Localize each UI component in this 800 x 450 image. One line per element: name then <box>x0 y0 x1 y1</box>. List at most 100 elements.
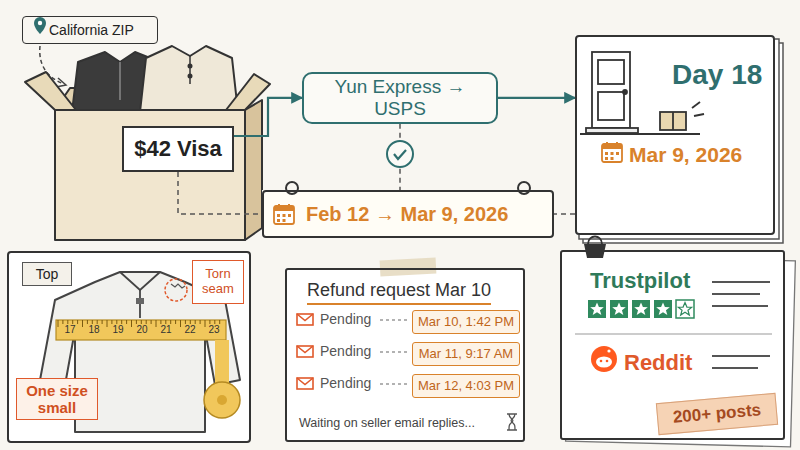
review-cards <box>712 281 770 283</box>
door-illustration <box>592 52 630 128</box>
measuring-tape <box>200 320 201 324</box>
review-cards <box>588 300 672 318</box>
measuring-tape <box>151 320 152 324</box>
measuring-tape <box>62 320 63 324</box>
measuring-tape <box>58 320 59 327</box>
node-heading: Trustpilot <box>590 268 690 293</box>
zip-pin-icon <box>38 21 42 25</box>
review-cards <box>590 303 670 315</box>
shipping-box <box>25 72 76 110</box>
node-heading: Top <box>29 266 65 282</box>
refund-panel <box>380 383 407 384</box>
shipping-box <box>189 65 192 68</box>
tape-number: 17 <box>61 324 79 336</box>
delivery-card <box>575 35 783 243</box>
measuring-tape <box>131 320 132 327</box>
shirt-panel <box>8 252 250 442</box>
refund-panel <box>380 320 407 384</box>
measuring-tape <box>156 320 157 327</box>
count-tag: 200+ posts <box>656 393 778 435</box>
shipping-box <box>119 62 121 100</box>
shipping-box <box>245 100 262 240</box>
measuring-tape <box>215 340 229 386</box>
tape-number: 22 <box>181 324 199 336</box>
review-cards <box>596 357 612 368</box>
tape-number: 21 <box>157 324 175 336</box>
date-banner <box>262 182 554 238</box>
refund-panel <box>285 268 525 442</box>
dashed-connector <box>178 172 262 214</box>
payment-label: $42 Visa <box>122 126 234 172</box>
binder-clip <box>588 237 602 245</box>
carrier-box: Yun Express → USPS <box>302 72 498 124</box>
delivery-card <box>575 35 775 235</box>
node-heading: 200+ posts <box>663 400 770 429</box>
measuring-tape <box>185 320 186 324</box>
zip-pin-icon <box>34 17 46 34</box>
date-banner <box>286 182 298 194</box>
review-cards <box>606 360 609 363</box>
check-mark <box>387 141 413 167</box>
review-cards <box>712 293 760 295</box>
node-heading: Yun Express → USPS <box>310 76 490 120</box>
measuring-tape <box>217 395 227 405</box>
shirt-panel <box>120 272 160 290</box>
node-text: Waiting on seller email replies... <box>299 416 475 430</box>
review-cards <box>676 300 694 318</box>
timestamp-box: Mar 10, 1:42 PM <box>412 310 520 334</box>
date-banner <box>518 182 530 194</box>
node-heading: One size small <box>21 382 93 417</box>
node-heading: Feb 12 → Mar 9, 2026 <box>306 203 542 226</box>
measuring-tape <box>204 382 240 418</box>
measuring-tape <box>180 320 181 327</box>
timestamp-box: Mar 11, 9:17 AM <box>412 342 520 366</box>
node-heading: Mar 11, 9:17 AM <box>417 347 515 362</box>
review-cards <box>575 334 772 335</box>
measuring-tape <box>160 320 161 324</box>
review-cards <box>612 303 626 315</box>
measuring-tape <box>195 320 196 324</box>
status-text: Pending <box>320 343 371 359</box>
review-cards <box>607 349 610 352</box>
measuring-tape <box>146 320 147 324</box>
review-cards <box>591 346 617 372</box>
measuring-tape <box>190 320 191 324</box>
location-tag: California ZIP <box>22 16 158 44</box>
door-illustration <box>672 112 674 130</box>
flow-arrow <box>498 97 575 99</box>
shipping-box <box>55 110 245 240</box>
review-cards <box>610 300 628 318</box>
measuring-tape <box>165 320 166 324</box>
review-cards <box>600 360 603 363</box>
shipping-box <box>189 56 191 84</box>
measuring-tape <box>121 320 122 324</box>
shirt-panel <box>136 298 144 304</box>
measuring-tape <box>111 320 112 324</box>
torn-seam-marker <box>165 279 187 301</box>
measuring-tape <box>214 320 215 324</box>
measuring-tape <box>141 320 142 324</box>
check-mark <box>394 150 406 159</box>
measuring-tape <box>72 320 73 324</box>
review-cards <box>656 303 670 315</box>
door-illustration <box>598 60 624 84</box>
measuring-tape <box>67 320 68 324</box>
node-heading: Mar 10, 1:42 PM <box>417 315 515 330</box>
door-illustration <box>580 133 700 135</box>
measuring-tape <box>136 320 137 324</box>
shipping-box <box>140 46 238 112</box>
timestamp-box: Mar 12, 4:03 PM <box>412 374 520 398</box>
tape-number: 23 <box>205 324 223 336</box>
flow-arrow <box>234 98 302 136</box>
door-illustration <box>598 92 624 120</box>
door-illustration <box>694 114 704 116</box>
shipping-box <box>226 74 270 110</box>
measuring-tape <box>219 320 220 324</box>
node-heading: $42 Visa <box>130 136 226 161</box>
door-illustration <box>623 90 627 94</box>
measuring-tape <box>170 320 171 324</box>
measuring-tape <box>97 320 98 324</box>
tape-number: 18 <box>85 324 103 336</box>
measuring-tape <box>77 320 78 324</box>
review-cards <box>712 367 758 369</box>
